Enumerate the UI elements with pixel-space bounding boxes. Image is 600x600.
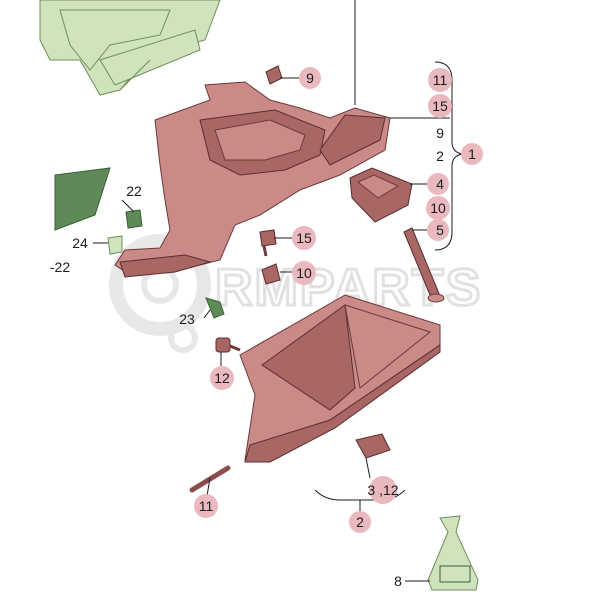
bolt-part-15 [259,229,277,257]
callout-22: 22 [126,183,142,199]
glovebox-lid [239,294,441,463]
callout-10-right: 10 [430,200,446,216]
callout-5: 5 [436,222,444,238]
latch-part-4 [349,167,413,223]
bag-part-8 [427,515,479,591]
callout-22-left: -22 [50,259,70,275]
callout-2-right: 2 [436,148,444,164]
dashboard-frame [39,0,221,96]
callout-12: 12 [214,370,230,386]
side-trim-panel [54,167,111,231]
glovebox-housing [114,81,391,278]
clip-part-9 [265,65,283,85]
callout-9-right: 9 [436,125,444,141]
screw-part-23 [205,297,225,319]
callout-15-right: 15 [432,98,448,114]
hinge-part-3 [355,433,391,459]
callout-9-top: 9 [306,70,314,86]
callout-labels: 9 11 15 9 2 1 4 10 5 22 24 -22 15 10 23 … [50,70,476,589]
callout-8: 8 [394,573,402,589]
callout-3-12: 3 ,12 [367,482,398,498]
callout-23: 23 [179,311,195,327]
callout-10-mid: 10 [296,265,312,281]
callout-15-mid: 15 [296,230,312,246]
callout-24: 24 [72,235,88,251]
callout-1: 1 [468,146,476,162]
clip-part-22 [125,209,143,229]
clip-part-10 [261,263,281,285]
clip-part-24 [107,235,123,255]
callout-11-top: 11 [433,72,448,88]
callout-11-bottom: 11 [199,498,214,514]
damper-part-5 [403,227,445,303]
callout-2-bottom: 2 [356,514,364,530]
callout-badges [194,67,483,533]
callout-4: 4 [436,176,444,192]
pin-part-12 [215,337,241,353]
